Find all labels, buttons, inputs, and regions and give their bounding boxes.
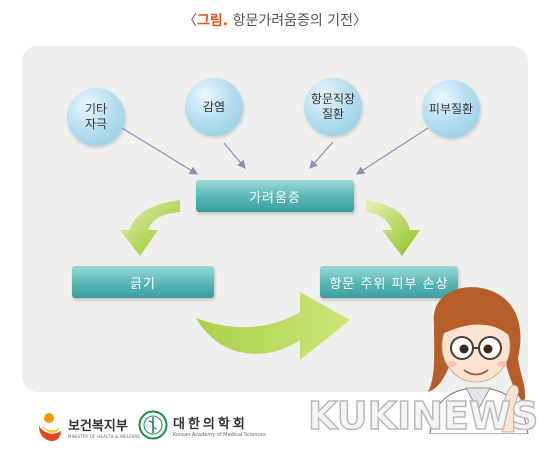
scratching-box: 긁기 [72, 266, 214, 298]
green-arrow-right [366, 200, 420, 256]
green-arrow-bottom [196, 292, 350, 360]
kams-logo: 대한의학회 Korean Academy of Medical Sciences [138, 410, 266, 440]
green-arrow-left [120, 200, 180, 256]
mohw-emblem-icon [39, 413, 61, 441]
cause-anorectal-disease: 항문직장 질환 [304, 78, 362, 136]
kams-sub: Korean Academy of Medical Sciences [173, 431, 266, 438]
doctor-illustration [428, 287, 529, 434]
arrow-cause2 [223, 142, 246, 169]
figure-label: 그림. [197, 13, 229, 29]
itch-box: 가려움증 [196, 180, 354, 212]
mohw-logo: 보건복지부 MINISTRY OF HEALTH & WELFARE [36, 412, 140, 442]
cause-skin-disease: 피부질환 [422, 80, 480, 138]
arrow-cause3 [309, 141, 334, 169]
mohw-name: 보건복지부 [68, 419, 128, 434]
cause-other-irritation: 기타 자극 [67, 88, 125, 146]
cause-infection: 감염 [185, 78, 243, 136]
mohw-sub: MINISTRY OF HEALTH & WELFARE [68, 434, 141, 439]
kams-name: 대한의학회 [173, 416, 248, 432]
arrow-cause4 [355, 127, 429, 175]
figure-caption: 항문가려움증의 기전 [228, 13, 353, 29]
skin-damage-box: 항문 주위 피부 손상 [320, 266, 458, 298]
arrow-cause1 [121, 127, 199, 175]
figure-title: 〈그림. 항문가려움증의 기전〉 [183, 13, 367, 29]
kukinews-watermark: KUKINEWS [307, 393, 539, 439]
kams-emblem-icon [138, 410, 168, 440]
